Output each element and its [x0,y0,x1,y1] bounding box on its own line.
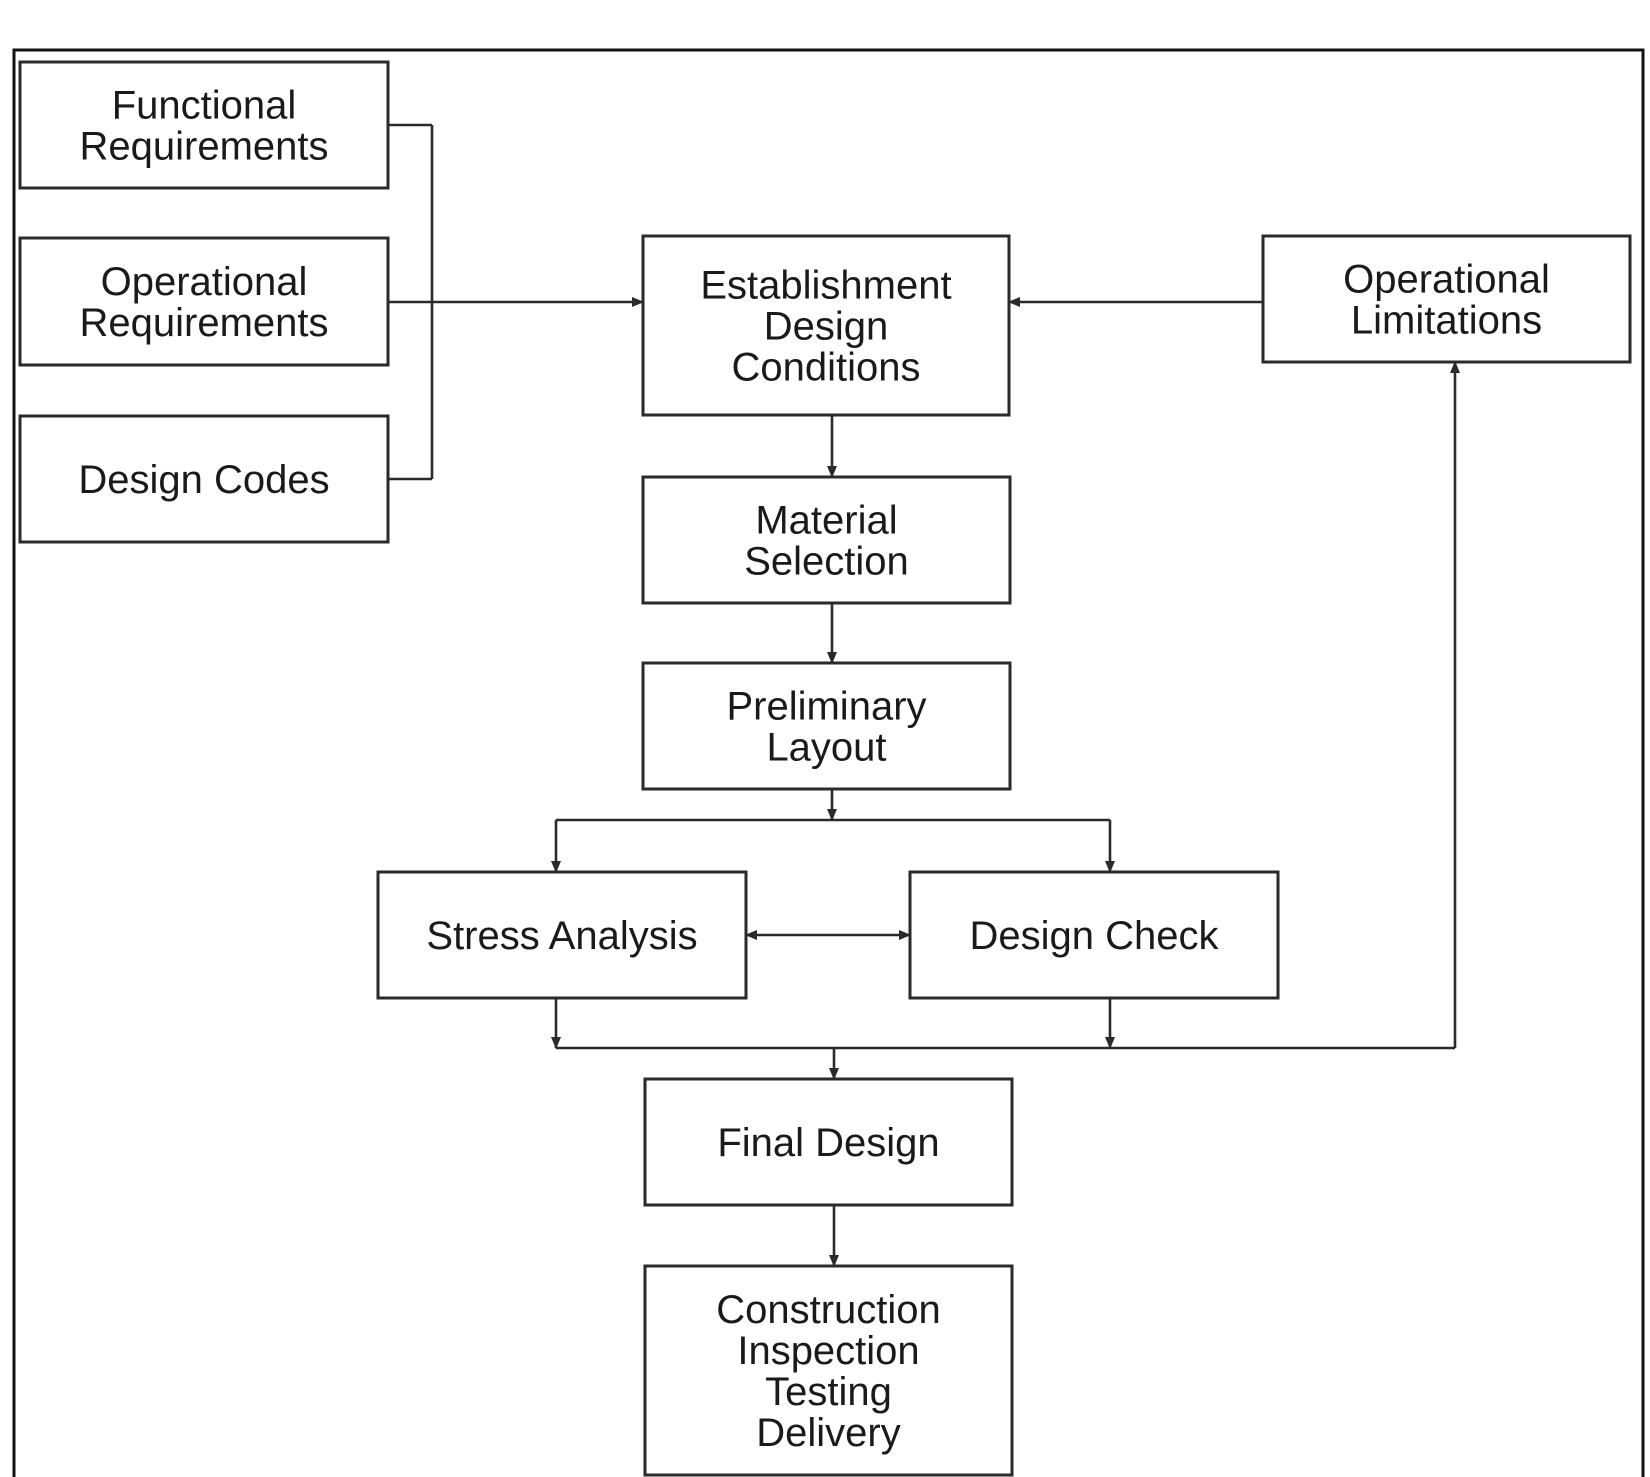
node-label-line: Inspection [737,1329,919,1373]
node-label-line: Establishment [700,264,951,308]
node-label-line: Construction [716,1288,941,1332]
node-label-line: Selection [744,540,909,584]
node-stress-analysis: Stress Analysis [376,870,748,1000]
node-label-line: Testing [765,1370,892,1414]
node-box [1261,234,1632,364]
node-box [18,60,390,190]
node-label-line: Preliminary [726,685,926,729]
node-label-line: Operational [1343,258,1550,302]
node-label-line: Functional [112,84,297,128]
node-label-line: Requirements [79,125,328,169]
node-label-line: Requirements [79,301,328,345]
node-label-line: Operational [101,260,308,304]
node-label-line: Stress Analysis [426,914,697,958]
node-label-line: Design Check [969,914,1219,958]
connectors [388,123,1460,1267]
node-label-line: Conditions [731,346,920,390]
node-box [641,475,1012,605]
node-label-line: Limitations [1351,299,1542,343]
node-label-line: Design Codes [78,458,329,502]
node-label-line: Design [764,305,889,349]
node-label-line: Delivery [756,1411,900,1455]
node-box [643,1264,1014,1477]
node-box [376,870,748,1000]
node-label-line: Final Design [717,1121,939,1165]
node-label-line: Layout [766,726,886,770]
nodes: FunctionalRequirementsOperationalRequire… [18,60,1632,1477]
node-box [908,870,1280,1000]
node-box [18,414,390,544]
node-box [18,236,390,367]
node-box [641,234,1011,417]
node-design-check: Design Check [908,870,1280,1000]
diagram-frame [12,48,1645,1477]
node-design-codes: Design Codes [18,414,390,544]
node-label-line: Material [755,499,897,543]
node-box [643,1077,1014,1207]
node-box [641,661,1012,791]
node-final-design: Final Design [643,1077,1014,1207]
